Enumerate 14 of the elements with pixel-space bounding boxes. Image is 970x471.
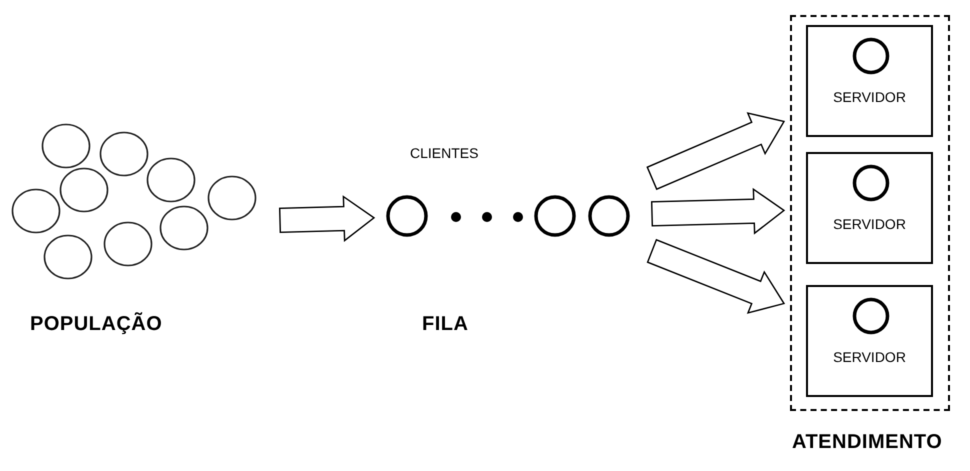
block-arrow [646, 238, 786, 314]
caption-label: CLIENTES [410, 145, 478, 161]
caption-label: SERVIDOR [832, 216, 907, 232]
block-arrow [278, 195, 376, 242]
heading-label: ATENDIMENTO [792, 431, 942, 454]
server-box [806, 285, 933, 397]
server-box [806, 152, 933, 264]
heading-label: POPULAÇÃO [30, 313, 162, 336]
caption-label: SERVIDOR [832, 349, 907, 365]
heading-label: FILA [422, 313, 468, 336]
caption-label: SERVIDOR [832, 89, 907, 105]
block-arrow [650, 188, 786, 235]
server-box [806, 25, 933, 137]
block-arrow [646, 112, 786, 190]
